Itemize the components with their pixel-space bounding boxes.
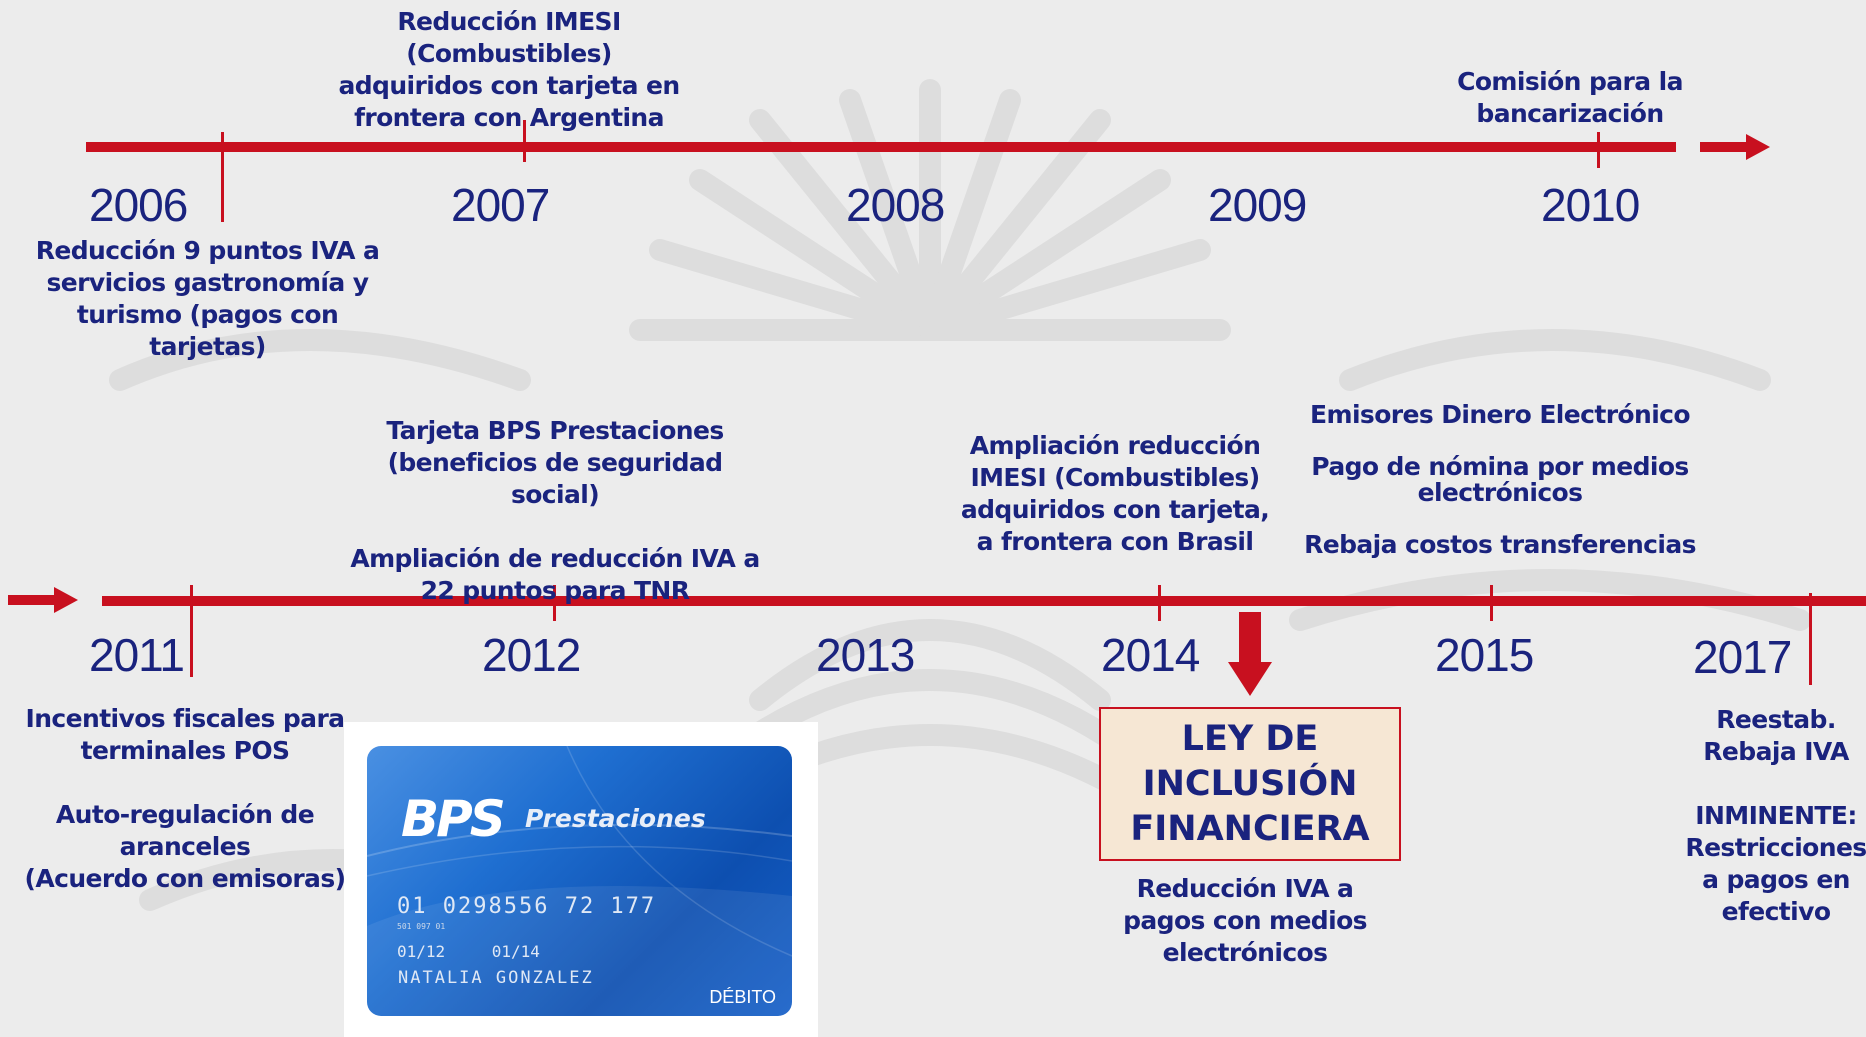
tick-2014 — [1158, 585, 1161, 621]
event-2017: Reestab. Rebaja IVA INMINENTE: Restricci… — [1685, 705, 1866, 926]
year-2007: 2007 — [451, 179, 550, 231]
bps-card: BPS Prestaciones 01 0298556 72 177 501 0… — [367, 746, 792, 1016]
year-2009: 2009 — [1208, 179, 1307, 231]
tick-2006 — [221, 132, 224, 222]
continue-arrow-icon — [1700, 134, 1770, 160]
law-box: LEY DE INCLUSIÓN FINANCIERA — [1099, 707, 1401, 861]
card-title: Prestaciones — [525, 804, 706, 833]
event-2014: Ampliación reducción IMESI (Combustibles… — [960, 431, 1270, 556]
event-2011: Incentivos fiscales para terminales POS … — [24, 704, 346, 893]
tick-2007 — [523, 120, 526, 162]
timeline-2-line — [102, 596, 1866, 606]
year-2006: 2006 — [89, 179, 188, 231]
year-2017: 2017 — [1693, 631, 1792, 683]
start-arrow-icon — [8, 587, 78, 613]
year-2014: 2014 — [1101, 629, 1200, 681]
card-dates: 01/12 01/14 — [397, 942, 540, 961]
tick-2017 — [1809, 593, 1812, 685]
law-description: Reducción IVA a pagos con medios electró… — [1123, 874, 1367, 967]
tick-2010 — [1597, 132, 1600, 168]
bps-card-image: BPS Prestaciones 01 0298556 72 177 501 0… — [344, 722, 818, 1037]
tick-2012 — [553, 585, 556, 621]
event-2010: Comisión para la bancarización — [1457, 67, 1683, 128]
year-2013: 2013 — [816, 629, 915, 681]
event-2006: Reducción 9 puntos IVA a servicios gastr… — [35, 236, 380, 361]
year-2008: 2008 — [846, 179, 945, 231]
card-wave-pattern — [367, 746, 792, 1016]
year-2010: 2010 — [1541, 179, 1640, 231]
card-small-code: 501 097 01 — [397, 922, 446, 931]
card-number: 01 0298556 72 177 — [397, 894, 657, 919]
tick-2015 — [1490, 585, 1493, 621]
timeline-1-line — [86, 142, 1676, 152]
card-type: DÉBITO — [709, 987, 776, 1007]
tick-2011 — [190, 585, 193, 677]
year-2012: 2012 — [482, 629, 581, 681]
down-arrow-icon — [1228, 612, 1272, 696]
event-2012: Tarjeta BPS Prestaciones (beneficios de … — [350, 416, 760, 605]
year-2015: 2015 — [1435, 629, 1534, 681]
card-holder-name: NATALIA GONZALEZ — [398, 968, 594, 988]
event-2007: Reducción IMESI (Combustibles) adquirido… — [338, 7, 680, 132]
event-2015: Emisores Dinero Electrónico Pago de nómi… — [1304, 400, 1696, 559]
year-2011: 2011 — [89, 629, 185, 681]
bps-logo: BPS — [401, 790, 506, 848]
